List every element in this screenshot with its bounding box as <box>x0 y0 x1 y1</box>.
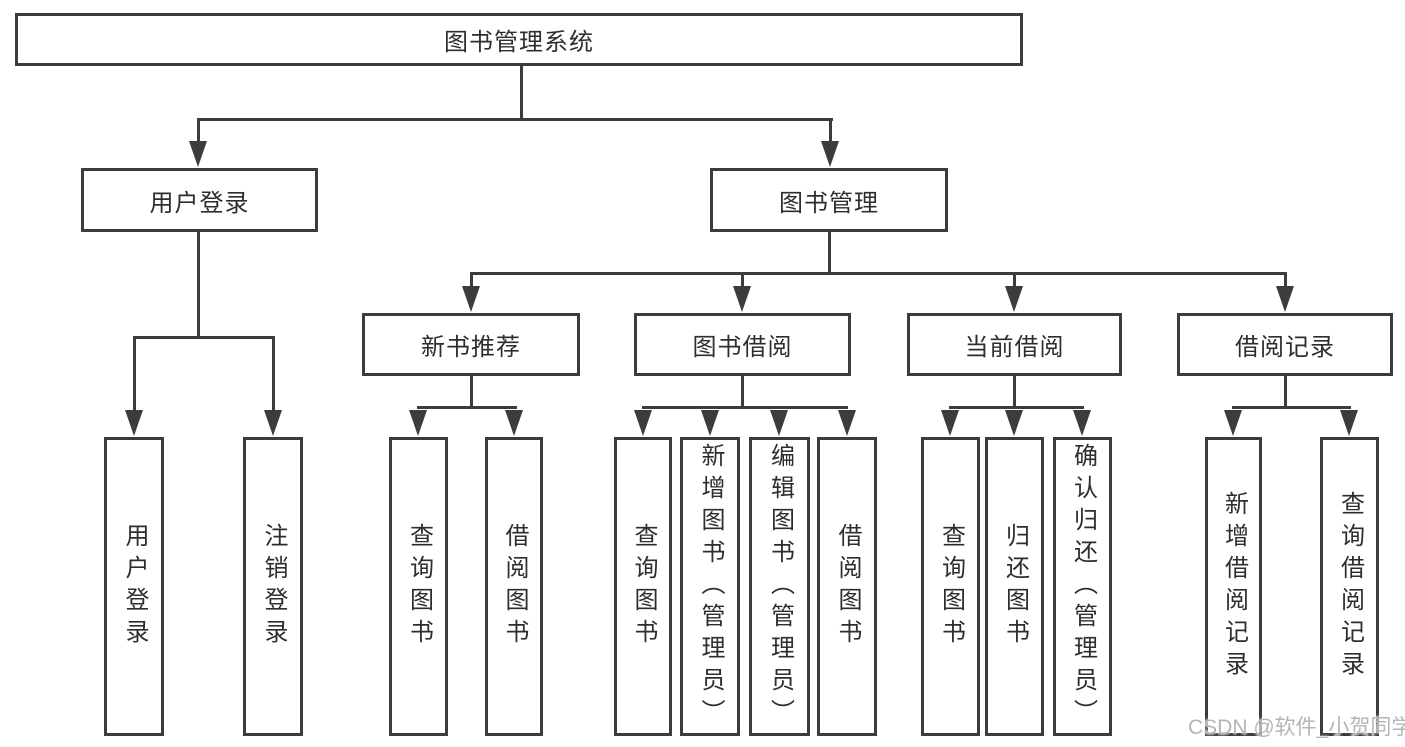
node-user-login-label: 用户登录 <box>149 189 250 217</box>
leaf-current-return-book: 归还图书 <box>985 437 1044 736</box>
node-new-book-rec-label: 新书推荐 <box>421 334 521 361</box>
connector-line <box>642 406 848 409</box>
node-book-borrow-label: 图书借阅 <box>692 334 793 361</box>
arrow-down-icon <box>838 410 856 436</box>
leaf-current-query-book-label: 查询图书 <box>937 522 965 651</box>
leaf-borrow-query-book-label: 查询图书 <box>630 522 657 651</box>
connector-line <box>197 118 200 146</box>
node-current-borrow-label: 当前借阅 <box>964 334 1065 361</box>
arrow-down-icon <box>821 141 839 167</box>
node-book-borrow: 图书借阅 <box>634 313 851 376</box>
arrow-down-icon <box>1340 410 1358 436</box>
connector-line <box>1284 272 1287 290</box>
arrow-down-icon <box>264 410 282 436</box>
arrow-down-icon <box>189 141 207 167</box>
arrow-down-icon <box>770 410 788 436</box>
node-borrow-records: 借阅记录 <box>1177 313 1393 376</box>
connector-line <box>133 336 136 416</box>
arrow-down-icon <box>1276 286 1294 312</box>
leaf-records-query-record-label: 查询借阅记录 <box>1336 490 1364 683</box>
connector-line <box>197 118 833 121</box>
leaf-borrow-query-book: 查询图书 <box>614 437 672 736</box>
leaf-current-return-book-label: 归还图书 <box>1001 522 1029 651</box>
node-root-label: 图书管理系统 <box>444 29 594 56</box>
leaf-newrec-query-book: 查询图书 <box>389 437 448 736</box>
leaf-records-add-record: 新增借阅记录 <box>1205 437 1262 736</box>
leaf-user-login: 用户登录 <box>104 437 164 736</box>
leaf-borrow-edit-book-label: 编辑图书（管理员） <box>766 442 794 731</box>
connector-line <box>1013 376 1016 408</box>
connector-line <box>1232 406 1351 409</box>
leaf-logout-label: 注销登录 <box>260 522 287 651</box>
connector-line <box>470 272 1287 275</box>
leaf-borrow-add-book-label: 新增图书（管理员） <box>697 442 724 731</box>
connector-line <box>829 118 832 146</box>
arrow-down-icon <box>941 410 959 436</box>
node-current-borrow: 当前借阅 <box>907 313 1122 376</box>
leaf-records-query-record: 查询借阅记录 <box>1320 437 1379 736</box>
arrow-down-icon <box>634 410 652 436</box>
leaf-current-query-book: 查询图书 <box>921 437 980 736</box>
connector-line <box>1013 272 1016 290</box>
arrow-down-icon <box>701 410 719 436</box>
csdn-watermark: CSDN @软件_小贺同学 <box>1188 716 1405 739</box>
arrow-down-icon <box>409 410 427 436</box>
arrow-down-icon <box>505 410 523 436</box>
leaf-newrec-query-book-label: 查询图书 <box>405 522 433 651</box>
node-user-login: 用户登录 <box>81 168 318 232</box>
leaf-borrow-edit-book: 编辑图书（管理员） <box>749 437 810 736</box>
leaf-newrec-borrow-book: 借阅图书 <box>485 437 543 736</box>
arrow-down-icon <box>1073 410 1091 436</box>
leaf-newrec-borrow-book-label: 借阅图书 <box>501 522 528 651</box>
connector-line <box>470 272 473 290</box>
connector-line <box>741 376 744 408</box>
leaf-logout: 注销登录 <box>243 437 303 736</box>
connector-line <box>828 232 831 275</box>
node-root: 图书管理系统 <box>15 13 1023 66</box>
leaf-current-confirm-return-label: 确认归还（管理员） <box>1069 442 1097 731</box>
node-borrow-records-label: 借阅记录 <box>1235 334 1335 361</box>
node-book-mgmt: 图书管理 <box>710 168 948 232</box>
connector-line <box>470 376 473 408</box>
arrow-down-icon <box>733 286 751 312</box>
arrow-down-icon <box>462 286 480 312</box>
connector-line <box>133 336 275 339</box>
leaf-borrow-borrow-book: 借阅图书 <box>817 437 877 736</box>
leaf-current-confirm-return: 确认归还（管理员） <box>1053 437 1112 736</box>
node-new-book-rec: 新书推荐 <box>362 313 580 376</box>
arrow-down-icon <box>1005 286 1023 312</box>
arrow-down-icon <box>125 410 143 436</box>
connector-line <box>197 232 200 339</box>
connector-line <box>272 336 275 416</box>
connector-line <box>520 66 523 120</box>
connector-line <box>417 406 517 409</box>
leaf-user-login-label: 用户登录 <box>121 522 148 651</box>
node-book-mgmt-label: 图书管理 <box>779 189 879 217</box>
connector-line <box>1284 376 1287 408</box>
leaf-records-add-record-label: 新增借阅记录 <box>1220 490 1248 683</box>
connector-line <box>741 272 744 290</box>
arrow-down-icon <box>1005 410 1023 436</box>
leaf-borrow-add-book: 新增图书（管理员） <box>680 437 740 736</box>
leaf-borrow-borrow-book-label: 借阅图书 <box>834 522 861 651</box>
connector-line <box>949 406 1084 409</box>
arrow-down-icon <box>1224 410 1242 436</box>
